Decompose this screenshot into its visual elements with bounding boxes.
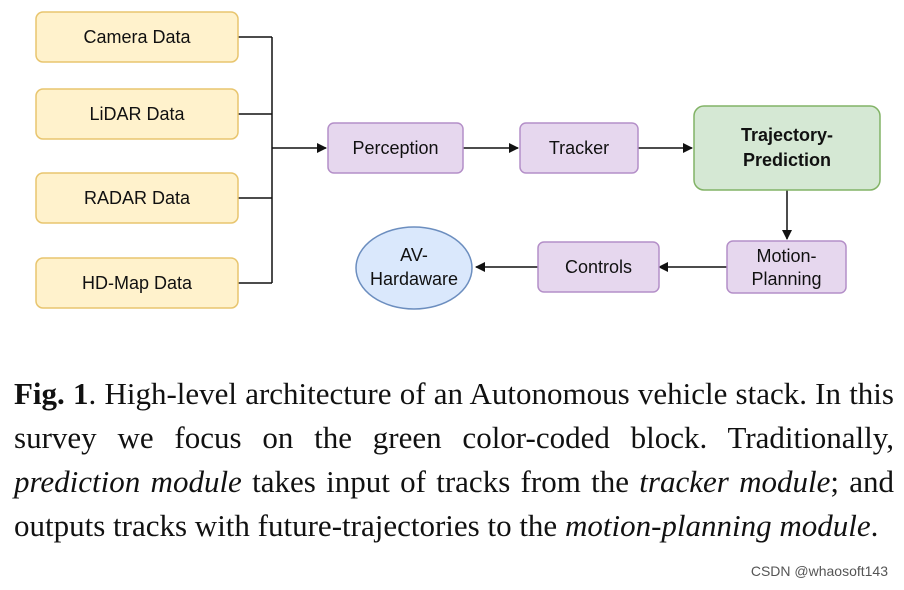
caption-text-4: . — [870, 508, 879, 543]
node-av-hardware: AV- Hardaware — [355, 226, 473, 310]
node-tracker: Tracker — [519, 122, 639, 174]
node-label-line1: Motion- — [756, 246, 816, 266]
node-label-line1: Trajectory- — [741, 125, 833, 145]
node-label-line2: Planning — [751, 269, 821, 289]
node-label: RADAR Data — [84, 188, 191, 208]
node-trajectory-prediction: Trajectory- Prediction — [693, 105, 881, 191]
node-motion-planning: Motion- Planning — [726, 240, 847, 294]
node-label-line1: AV- — [400, 245, 428, 265]
node-camera-data: Camera Data — [35, 11, 239, 63]
caption-text-3: ; and outputs tracks with future-traject… — [14, 464, 895, 543]
node-perception: Perception — [327, 122, 464, 174]
node-label: Perception — [352, 138, 438, 158]
watermark: CSDN @whaosoft143 — [750, 563, 888, 579]
node-lidar-data: LiDAR Data — [35, 88, 239, 140]
node-label: Camera Data — [83, 27, 191, 47]
node-label-line2: Prediction — [743, 150, 831, 170]
node-hdmap-data: HD-Map Data — [35, 257, 239, 309]
node-label-line2: Hardaware — [370, 269, 458, 289]
caption-emphasis-tracker: tracker module — [639, 464, 831, 499]
node-label: HD-Map Data — [82, 273, 193, 293]
node-controls: Controls — [537, 241, 660, 293]
node-label: LiDAR Data — [89, 104, 185, 124]
caption-emphasis-motion: motion-planning module — [564, 508, 871, 543]
node-label: Tracker — [549, 138, 609, 158]
caption-emphasis-prediction: prediction module — [14, 464, 242, 499]
node-label: Controls — [565, 257, 632, 277]
caption-text-2: takes input of tracks from the — [241, 464, 640, 499]
caption-text-1: . High-level architecture of an Autonomo… — [14, 376, 894, 455]
figure-label: Fig. 1 — [14, 376, 89, 411]
architecture-diagram: Camera Data LiDAR Data RADAR Data HD-Map… — [35, 11, 881, 310]
input-connectors — [238, 36, 273, 284]
figure-caption: Fig. 1. High-level architecture of an Au… — [14, 372, 894, 548]
node-radar-data: RADAR Data — [35, 172, 239, 224]
